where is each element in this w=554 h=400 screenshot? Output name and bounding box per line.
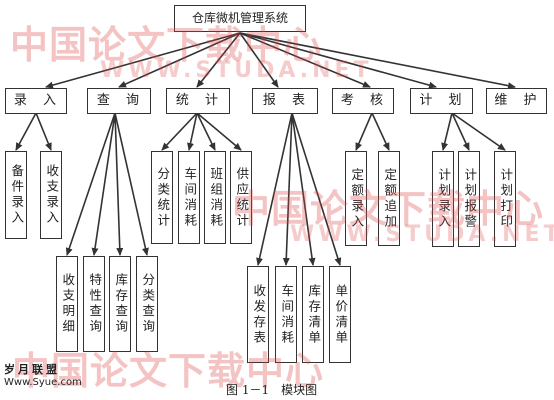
leaf-query-2: 特性查询 [83,256,105,352]
module-maint-label: 维 护 [494,92,543,108]
logo-text: 岁月联盟 [4,363,60,376]
logo-url: Www.Syue.com [4,376,82,388]
leaf-label: 分类统计 [155,166,171,229]
leaf-label: 单价清单 [333,283,349,346]
module-report-label: 报 表 [262,92,312,108]
leaf-label: 供应统计 [234,166,250,229]
leaf-report-3: 库存清单 [302,266,324,363]
module-query-label: 查 询 [96,92,146,108]
leaf-query-4: 分类查询 [136,256,158,352]
leaf-query-1: 收支明细 [56,256,78,352]
leaf-label: 计划录入 [436,168,452,230]
leaf-stats-2: 车间消耗 [178,151,200,244]
leaf-label: 备件录入 [9,164,25,226]
root-node: 仓库微机管理系统 [174,5,306,32]
leaf-label: 收支明细 [60,273,76,335]
module-entry-label: 录 入 [13,92,63,108]
leaf-label: 收支录入 [44,164,60,226]
module-assess-label: 考 核 [340,92,390,108]
leaf-label: 库存查询 [113,273,129,335]
leaf-label: 车间消耗 [182,166,198,229]
leaf-report-1: 收发存表 [247,266,269,363]
leaf-label: 车间消耗 [279,283,295,346]
leaf-stats-4: 供应统计 [230,151,252,244]
site-logo: 岁月联盟 Www.Syue.com [4,363,82,388]
leaf-label: 收发存表 [251,283,267,346]
figure-caption: 图 1－1 模块图 [226,383,318,397]
leaf-label: 分类查询 [140,273,156,335]
leaf-assess-1: 定额录入 [345,151,367,246]
root-label: 仓库微机管理系统 [191,10,288,25]
leaf-label: 班组消耗 [208,166,224,229]
leaf-plan-2: 计划报警 [458,151,480,247]
leaf-label: 计划报警 [462,168,478,230]
leaf-label: 定额追加 [382,167,398,230]
module-entry: 录 入 [5,88,67,114]
leaf-report-4: 单价清单 [329,266,351,363]
module-query: 查 询 [87,88,151,114]
module-maint: 维 护 [486,88,547,114]
module-plan: 计 划 [410,88,473,114]
leaf-label: 特性查询 [87,273,103,335]
module-assess: 考 核 [332,88,394,114]
leaf-stats-1: 分类统计 [151,151,173,244]
module-report: 报 表 [252,88,318,114]
leaf-entry-1: 备件录入 [5,151,27,239]
leaf-label: 库存清单 [306,283,322,346]
leaf-plan-1: 计划录入 [432,151,454,247]
module-stats: 统 计 [166,88,230,114]
leaf-label: 计划打印 [498,168,514,230]
leaf-entry-2: 收支录入 [40,151,62,239]
leaf-query-3: 库存查询 [109,256,131,352]
module-stats-label: 统 计 [175,92,225,108]
leaf-report-2: 车间消耗 [275,266,297,363]
leaf-plan-3: 计划打印 [494,151,516,247]
leaf-stats-3: 班组消耗 [204,151,226,244]
module-plan-label: 计 划 [419,92,468,108]
leaf-label: 定额录入 [349,167,365,230]
leaf-assess-2: 定额追加 [378,151,400,246]
